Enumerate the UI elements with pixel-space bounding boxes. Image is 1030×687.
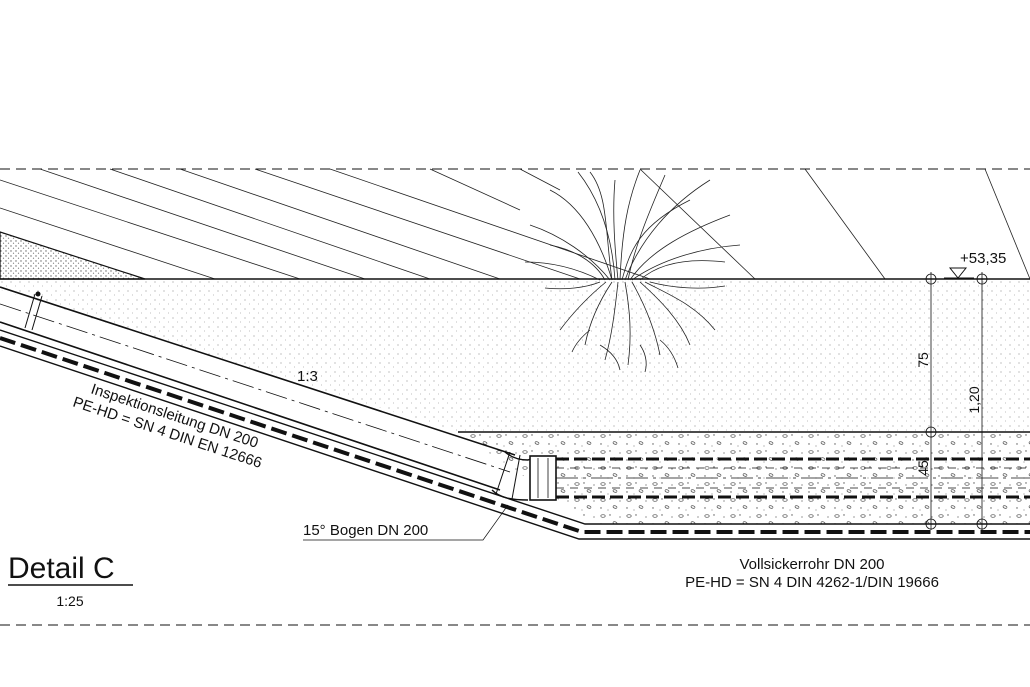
dimension-topsoil: 75 [915,352,931,368]
slope-label: 1:3 [297,368,318,385]
dimension-chain [925,272,988,530]
trench-base-bedding [0,329,1030,540]
embankment-hatch [0,168,1030,280]
bend-leader-line [303,504,509,541]
dimension-total: 1,20 [966,386,982,413]
elevation-label: +53,35 [960,250,1006,267]
drain-pipe-label: Vollsickerrohr DN 200 [739,556,884,573]
elevation-marker [944,267,974,279]
sand-wedge [0,231,146,280]
dimension-gravel: 45 [915,460,931,476]
detail-title: Detail C [8,552,115,585]
topsoil-layer [0,279,1030,432]
detail-scale: 1:25 [56,593,83,609]
drain-pipe [529,455,1030,501]
plant-illustration [524,169,741,373]
inspection-pipe [0,286,539,501]
bend-label: 15° Bogen DN 200 [303,522,428,539]
drain-pipe-spec: PE-HD = SN 4 DIN 4262-1/DIN 19666 [685,574,939,591]
